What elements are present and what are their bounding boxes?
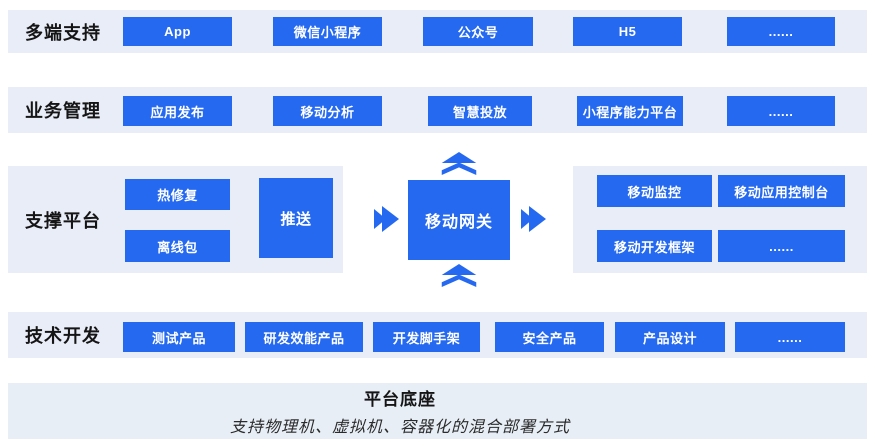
chip-app[interactable]: App [123, 17, 232, 46]
row-label-tech: 技术开发 [25, 326, 101, 346]
platform-base-subtitle: 支持物理机、虚拟机、容器化的混合部署方式 [229, 419, 570, 436]
double-chevron-up-icon [439, 152, 479, 175]
chip-testing-products[interactable]: 测试产品 [123, 322, 235, 352]
chip-offline-package[interactable]: 离线包 [125, 230, 230, 262]
chip-mobile-dev-framework[interactable]: 移动开发框架 [597, 230, 712, 262]
chip-h5[interactable]: H5 [573, 17, 682, 46]
chip-security-products[interactable]: 安全产品 [495, 322, 604, 352]
multi-terminal-panel: 多端支持 App 微信小程序 公众号 H5 ...... [8, 10, 867, 53]
chip-dev-scaffolding[interactable]: 开发脚手架 [373, 322, 480, 352]
double-chevron-right-icon [521, 205, 546, 233]
chip-official-account[interactable]: 公众号 [423, 17, 533, 46]
chip-mobile-monitoring[interactable]: 移动监控 [597, 175, 712, 207]
row-label-support: 支撑平台 [25, 210, 101, 231]
chip-app-release[interactable]: 应用发布 [123, 96, 232, 126]
row-label-multi-terminal: 多端支持 [25, 22, 101, 43]
chip-mobile-analytics[interactable]: 移动分析 [273, 96, 382, 126]
chip-smart-delivery[interactable]: 智慧投放 [428, 96, 532, 126]
platform-base-panel: 平台底座 支持物理机、虚拟机、容器化的混合部署方式 [8, 383, 867, 439]
chip-more-support[interactable]: ...... [718, 230, 845, 262]
chip-mobile-app-console[interactable]: 移动应用控制台 [718, 175, 845, 207]
chip-rnd-efficiency-products[interactable]: 研发效能产品 [245, 322, 363, 352]
double-chevron-right-icon [374, 205, 399, 233]
double-chevron-up-icon [439, 264, 479, 287]
chip-product-design[interactable]: 产品设计 [615, 322, 725, 352]
chip-more-tech[interactable]: ...... [735, 322, 845, 352]
mobile-gateway-node[interactable]: 移动网关 [408, 180, 510, 260]
support-platform-left-panel: 支撑平台 热修复 离线包 推送 [8, 166, 343, 273]
chip-wechat-miniprogram[interactable]: 微信小程序 [273, 17, 382, 46]
platform-base-title: 平台底座 [364, 390, 436, 409]
chip-more-terminals[interactable]: ...... [727, 17, 835, 46]
row-label-business: 业务管理 [25, 101, 101, 121]
chip-miniprogram-capability-platform[interactable]: 小程序能力平台 [577, 96, 683, 126]
tech-development-panel: 技术开发 测试产品 研发效能产品 开发脚手架 安全产品 产品设计 ...... [8, 312, 867, 358]
chip-push[interactable]: 推送 [259, 178, 333, 258]
support-platform-right-panel: 移动监控 移动应用控制台 移动开发框架 ...... [573, 166, 867, 273]
chip-more-business[interactable]: ...... [727, 96, 835, 126]
chip-hotfix[interactable]: 热修复 [125, 179, 230, 210]
business-management-panel: 业务管理 应用发布 移动分析 智慧投放 小程序能力平台 ...... [8, 87, 867, 133]
